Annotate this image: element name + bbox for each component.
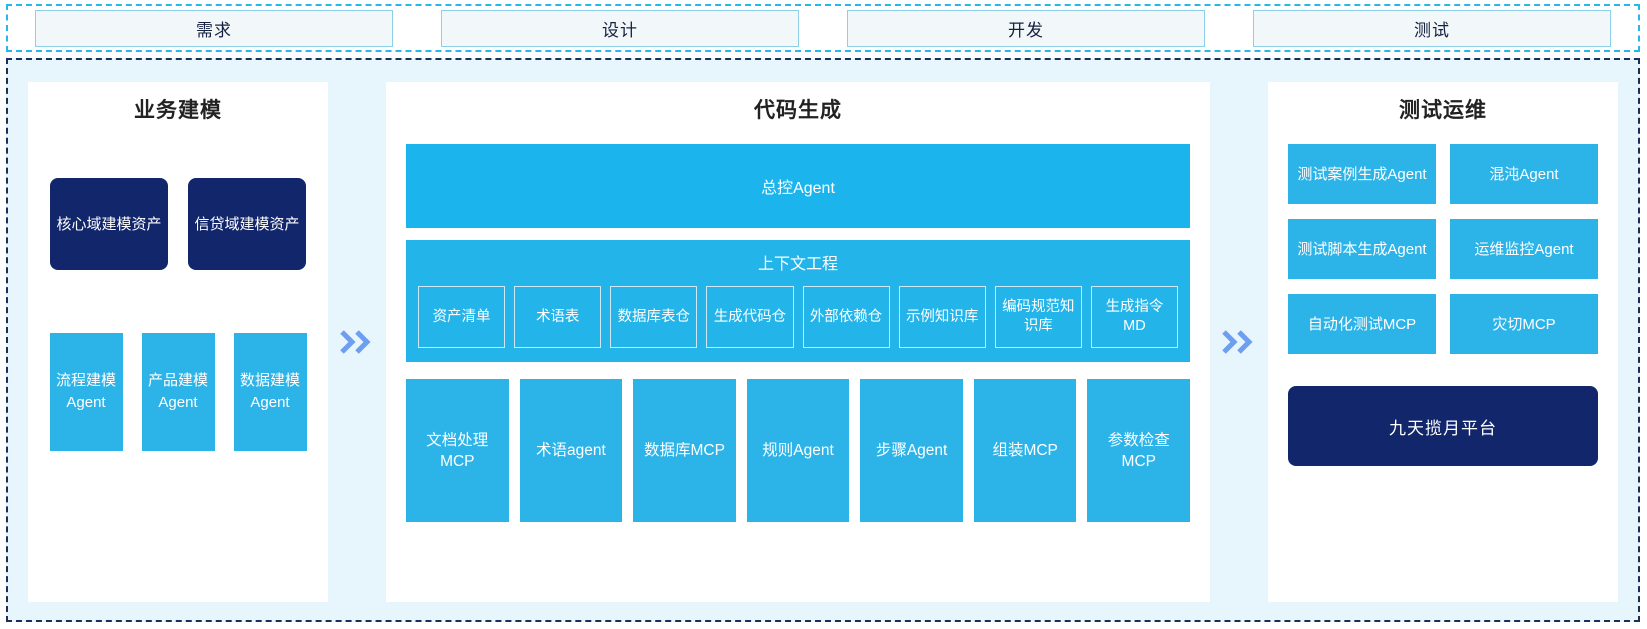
asset-label: 核心域建模资产 (56, 215, 162, 233)
context-item-example-knowledge-base[interactable]: 示例知识库 (898, 286, 986, 348)
tool-label: 规则Agent (762, 442, 834, 459)
context-item-label: 生成代码仓 (713, 308, 787, 325)
panel-business-modeling: 业务建模 核心域建模资产 信贷域建模资产 流程建模Agent 产品建模Agent… (28, 82, 328, 602)
agent-label: 流程建模Agent (55, 372, 116, 411)
panel-test-operations: 测试运维 测试案例生成Agent 混沌Agent 测试脚本生成Agent 运维监… (1268, 82, 1618, 602)
ops-label: 灾切MCP (1492, 315, 1556, 333)
double-chevron-right-icon (1222, 329, 1256, 355)
phase-label: 测试 (1414, 20, 1450, 40)
agent-box-data-modeling[interactable]: 数据建模Agent (233, 333, 307, 451)
context-item-external-dependency-repo[interactable]: 外部依赖仓 (802, 286, 890, 348)
business-agent-group: 流程建模Agent 产品建模Agent 数据建模Agent (28, 333, 328, 451)
ops-label: 测试案例生成Agent (1297, 165, 1427, 183)
ops-box-chaos-agent[interactable]: 混沌Agent (1450, 144, 1598, 204)
tool-label: 文档处理MCP (426, 431, 489, 470)
context-engineering-block: 上下文工程 资产清单 术语表 数据库表仓 生成代码仓 外部依赖仓 (406, 240, 1190, 362)
context-item-glossary[interactable]: 术语表 (514, 286, 602, 348)
phase-box-development[interactable]: 开发 (847, 9, 1205, 47)
tool-box-database-mcp[interactable]: 数据库MCP (633, 379, 736, 522)
context-item-generated-code-repo[interactable]: 生成代码仓 (706, 286, 794, 348)
connector-business-to-codegen (328, 82, 386, 602)
context-item-label: 生成指令MD (1105, 299, 1164, 334)
context-item-label: 编码规范知识库 (1002, 299, 1075, 334)
phase-box-requirements[interactable]: 需求 (35, 9, 393, 47)
context-item-label: 资产清单 (432, 308, 491, 325)
agent-box-product-modeling[interactable]: 产品建模Agent (141, 333, 215, 451)
tool-box-assembly-mcp[interactable]: 组装MCP (973, 379, 1077, 522)
tool-label: 步骤Agent (875, 442, 948, 459)
agent-label: 数据建模Agent (239, 372, 300, 411)
ops-box-test-script-generation-agent[interactable]: 测试脚本生成Agent (1288, 219, 1436, 279)
tool-label: 术语agent (535, 442, 606, 459)
context-engineering-items: 资产清单 术语表 数据库表仓 生成代码仓 外部依赖仓 示例知 (418, 286, 1178, 348)
ops-box-operation-monitoring-agent[interactable]: 运维监控Agent (1450, 219, 1598, 279)
phase-box-testing[interactable]: 测试 (1253, 9, 1611, 47)
panel-title-test-operations: 测试运维 (1399, 99, 1487, 122)
tool-agent-row: 文档处理MCP 术语agent 数据库MCP 规则Agent 步骤Agent 组… (406, 379, 1191, 522)
ops-label: 混沌Agent (1489, 165, 1559, 183)
context-item-db-table-repo[interactable]: 数据库表仓 (610, 286, 698, 348)
tool-label: 参数检查MCP (1107, 431, 1170, 470)
asset-box-credit-domain[interactable]: 信贷域建模资产 (188, 178, 306, 270)
agent-label: 产品建模Agent (147, 372, 208, 411)
phase-box-design[interactable]: 设计 (441, 9, 799, 47)
connector-codegen-to-testops (1210, 82, 1268, 602)
ops-label: 运维监控Agent (1474, 240, 1574, 258)
context-engineering-title: 上下文工程 (757, 256, 838, 273)
ops-box-disaster-switch-mcp[interactable]: 灾切MCP (1450, 294, 1598, 354)
master-agent-label: 总控Agent (761, 180, 835, 197)
tool-label: 数据库MCP (643, 442, 725, 459)
phase-label: 需求 (196, 20, 232, 40)
panel-title-business-modeling: 业务建模 (134, 99, 222, 122)
ops-label: 测试脚本生成Agent (1297, 240, 1427, 258)
master-agent-bar[interactable]: 总控Agent (406, 144, 1190, 228)
platform-box-jiutian-lanyue[interactable]: 九天揽月平台 (1288, 386, 1598, 466)
platform-label: 九天揽月平台 (1389, 418, 1497, 438)
phase-label: 开发 (1008, 20, 1044, 40)
business-asset-group: 核心域建模资产 信贷域建模资产 (28, 178, 328, 270)
context-item-label: 外部依赖仓 (809, 308, 883, 325)
panel-title-code-generation: 代码生成 (754, 99, 842, 122)
tool-box-step-agent[interactable]: 步骤Agent (860, 379, 963, 522)
panel-code-generation: 代码生成 总控Agent 上下文工程 资产清单 术语表 数据库表仓 (386, 82, 1210, 602)
context-item-label: 示例知识库 (905, 308, 979, 325)
tool-box-glossary-agent[interactable]: 术语agent (519, 379, 623, 522)
asset-label: 信贷域建模资产 (194, 215, 300, 233)
tool-box-rule-agent[interactable]: 规则Agent (746, 379, 850, 522)
ops-label: 自动化测试MCP (1307, 315, 1417, 333)
context-item-coding-standard-knowledge-base[interactable]: 编码规范知识库 (994, 286, 1082, 348)
ops-box-automated-test-mcp[interactable]: 自动化测试MCP (1288, 294, 1436, 354)
agent-box-process-modeling[interactable]: 流程建模Agent (49, 333, 123, 451)
context-item-asset-list[interactable]: 资产清单 (418, 286, 506, 348)
context-item-label: 数据库表仓 (617, 308, 691, 325)
asset-box-core-domain[interactable]: 核心域建模资产 (50, 178, 168, 270)
double-chevron-right-icon (340, 329, 374, 355)
context-item-generation-instruction-md[interactable]: 生成指令MD (1090, 286, 1178, 348)
ops-box-test-case-generation-agent[interactable]: 测试案例生成Agent (1288, 144, 1436, 204)
tool-box-document-processing-mcp[interactable]: 文档处理MCP (406, 379, 509, 522)
test-ops-grid: 测试案例生成Agent 混沌Agent 测试脚本生成Agent 运维监控Agen… (1268, 144, 1618, 354)
architecture-diagram: 业务建模 核心域建模资产 信贷域建模资产 流程建模Agent 产品建模Agent… (6, 58, 1640, 622)
tool-label: 组装MCP (992, 442, 1058, 459)
tool-box-parameter-check-mcp[interactable]: 参数检查MCP (1087, 379, 1191, 522)
phase-bar: 需求 设计 开发 测试 (6, 4, 1640, 52)
phase-label: 设计 (602, 20, 638, 40)
context-item-label: 术语表 (535, 308, 580, 325)
